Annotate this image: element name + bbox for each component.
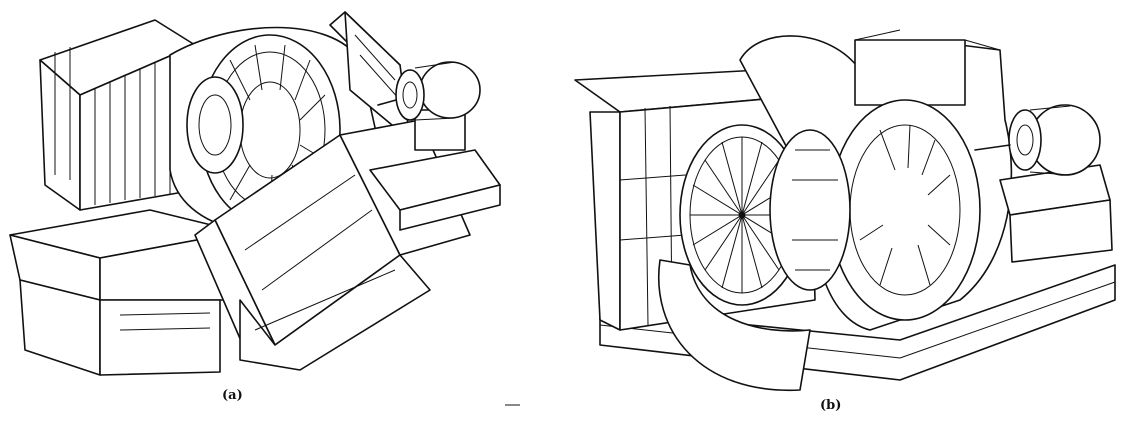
fan-b-illustration <box>574 29 1116 391</box>
fan-b-inlet-vanes <box>658 124 811 391</box>
fan-b-motor <box>974 104 1113 263</box>
fan-a-center-base <box>239 254 431 371</box>
fan-b-scroll-housing <box>739 29 1013 331</box>
fan-a-left-inlet-box <box>39 19 196 211</box>
caption-b: (b) <box>820 398 842 413</box>
fan-a-motor <box>369 61 501 231</box>
fan-a-illustration <box>9 11 501 376</box>
caption-a: (a) <box>222 388 243 403</box>
fan-b-damper-ring <box>769 129 851 291</box>
